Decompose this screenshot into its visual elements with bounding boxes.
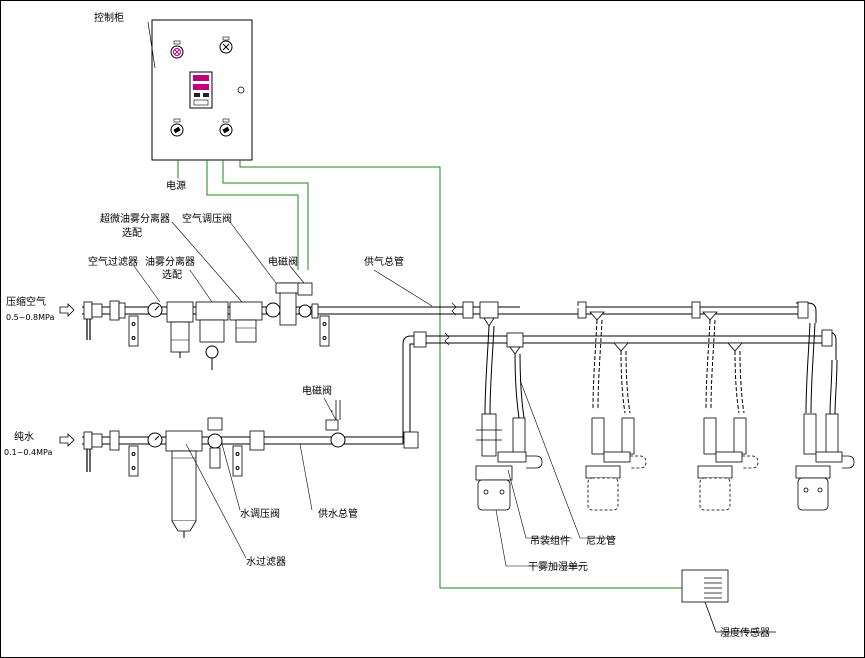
dry-fog-unit-2-body <box>585 417 647 511</box>
indicator-lamp-icon <box>170 40 184 59</box>
signal-wires <box>177 160 682 589</box>
selector-switch-icon <box>219 118 233 137</box>
dry-fog-unit-label: 干雾加湿单元 <box>528 562 588 573</box>
pressure-gauge-icon <box>147 432 163 448</box>
compressed-air-label: 压缩空气 <box>6 297 46 308</box>
ultra-oil-mist-separator-label: 超微油雾分离器 <box>100 214 170 225</box>
humidity-sensor-label: 湿度传感器 <box>720 628 770 639</box>
air-regulator-label: 空气调压阀 <box>182 214 232 225</box>
dry-fog-unit-3-body <box>697 417 759 511</box>
arrow-right-icon <box>59 303 75 317</box>
air-solenoid-valve-label: 电磁阀 <box>268 257 298 268</box>
water-main-pipe-label: 供水总管 <box>318 509 358 520</box>
water-solenoid-valve-label: 电磁阀 <box>302 386 332 397</box>
selector-switch-icon <box>170 118 184 137</box>
dry-fog-unit-1 <box>475 325 543 511</box>
dry-fog-unit-2 <box>592 319 631 414</box>
optional-label-2: 选配 <box>162 270 182 281</box>
digital-display-icon <box>189 71 213 109</box>
hanging-assembly-label: 吊装组件 <box>530 536 570 547</box>
air-supply-line <box>59 221 808 370</box>
dry-fog-unit-3 <box>705 319 745 414</box>
arrow-right-icon <box>59 433 75 447</box>
power-label: 电源 <box>166 181 186 192</box>
pure-water-label: 纯水 <box>14 432 34 443</box>
air-main-pipe-label: 供气总管 <box>364 257 404 268</box>
optional-label-1: 选配 <box>122 228 142 239</box>
dry-fog-unit-4 <box>795 322 855 511</box>
air-filter-label: 空气过滤器 <box>88 257 138 268</box>
air-header <box>462 301 817 327</box>
dry-fog-units <box>475 319 855 567</box>
nylon-tube-label: 尼龙管 <box>586 536 616 547</box>
indicator-lamp-icon <box>219 36 233 54</box>
water-filter-label: 水过滤器 <box>246 557 286 568</box>
water-supply-line <box>59 329 837 559</box>
water-regulator-label: 水调压阀 <box>240 509 280 520</box>
control-cabinet-label: 控制柜 <box>94 13 124 24</box>
pressure-gauge-icon <box>147 302 163 318</box>
air-pressure-label: 0.5~0.8MPa <box>6 313 55 322</box>
humidity-sensor <box>681 569 776 633</box>
control-cabinet <box>147 19 253 161</box>
water-pressure-label: 0.1~0.4MPa <box>4 448 53 457</box>
oil-mist-separator-label: 油雾分离器 <box>145 257 195 268</box>
